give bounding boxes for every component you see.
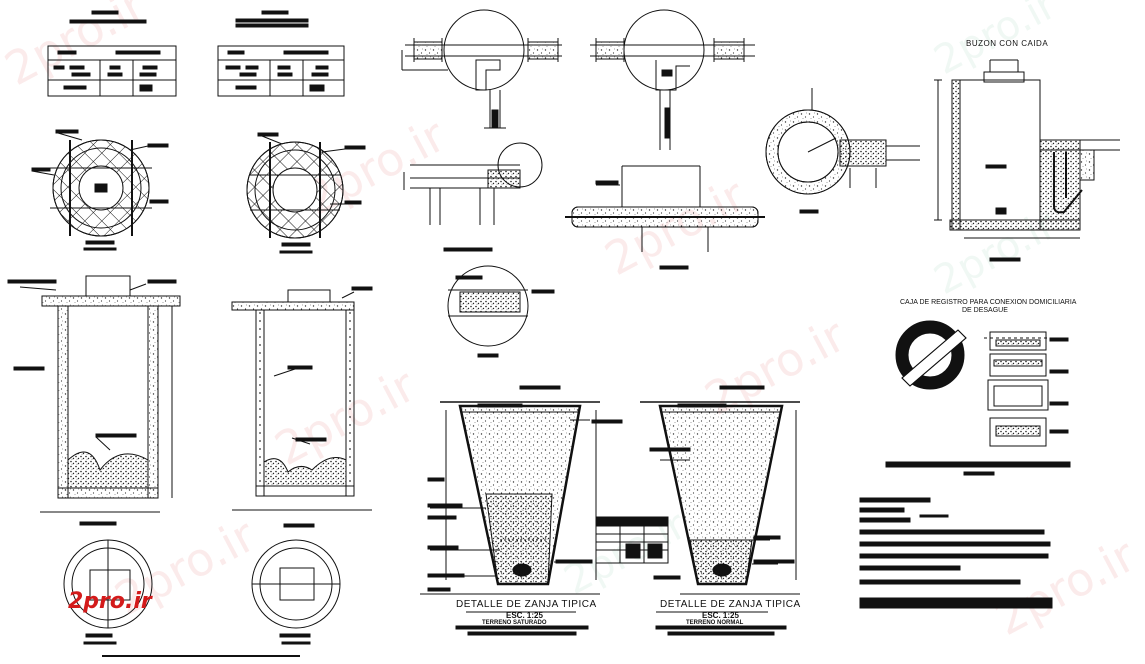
ledge-detail [403,142,543,252]
trench-scale-right: ESC. 1:25 [702,611,739,620]
manhole-pipe-plan [765,88,920,214]
trench-dimensions-table [595,516,669,564]
caja-registro-title-2: DE DESAGUE [962,307,1008,314]
joint-detail-circle [447,265,555,358]
manhole-section-left [7,275,181,526]
trench-terrain-right: TERRENO NORMAL [686,620,744,626]
caja-registro-title-1: CAJA DE REGISTRO PARA CONEXION DOMICILIA… [900,299,1077,306]
manhole-plan-bottom-left [63,539,300,657]
site-logo: 2pro.ir [68,589,152,614]
caja-registro-plan [895,320,967,390]
trench-terrain-left: TERRENO SATURADO [482,620,547,626]
table-left [47,10,177,97]
trench-title-left: DETALLE DE ZANJA TIPICA [456,599,597,610]
notes-block [859,461,1071,609]
caja-registro-details [984,331,1069,447]
table-middle [217,10,345,97]
pipe-saddle-section [565,165,765,270]
trench-section-normal [640,385,800,595]
manhole-plan-right [246,132,366,254]
buzon-caida-section [934,59,1120,262]
trench-section-saturated [420,385,623,595]
junction-plan-left [401,9,562,129]
manhole-section-right [231,286,373,528]
manhole-plan-left [31,129,169,251]
buzon-caida-title: BUZON CON CAIDA [966,39,1049,48]
trench-title-right: DETALLE DE ZANJA TIPICA [660,599,801,610]
junction-plan-right [590,9,755,150]
manhole-plan-bottom-right [251,539,341,645]
trench-scale-left: ESC. 1:25 [506,611,543,620]
